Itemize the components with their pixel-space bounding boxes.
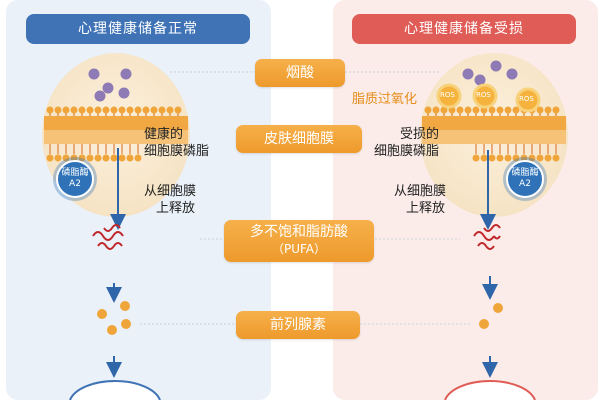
left-membrane-label-1: 健康的: [144, 127, 184, 142]
right-membrane-label-1: 受损的: [400, 127, 440, 142]
right-membrane-label-2: 细胞膜磷脂: [374, 144, 440, 159]
ros-badges: [436, 83, 541, 113]
impaired-title: 心理健康储备受损: [352, 14, 576, 44]
ros-label-2: ROS: [476, 91, 491, 99]
phospholipase-label-right: 磷脂酶: [511, 168, 539, 178]
left-release-1: 从细胞膜: [144, 184, 197, 199]
right-release-2: 上释放: [406, 201, 446, 216]
right-cell: [420, 53, 568, 400]
left-release-2: 上释放: [156, 201, 196, 216]
phospholipase-sub-left: A2: [69, 179, 81, 189]
phospholipase-badge-right: 磷脂酶 A2: [506, 160, 544, 198]
lipid-peroxidation-label: 脂质过氧化: [352, 92, 418, 107]
niacin-pill: 烟酸: [255, 59, 345, 87]
pufa-label: 多不饱和脂肪酸: [250, 224, 348, 240]
phospholipase-sub-right: A2: [519, 179, 531, 189]
left-membrane-label-2: 细胞膜磷脂: [144, 144, 210, 159]
ros-label-3: ROS: [519, 95, 534, 103]
ros-label-1: ROS: [440, 91, 455, 99]
normal-title: 心理健康储备正常: [26, 14, 250, 44]
prostaglandin-pill: 前列腺素: [236, 311, 360, 339]
right-release-1: 从细胞膜: [394, 184, 447, 199]
connector-lines: [140, 71, 470, 325]
phospholipase-badge-left: 磷脂酶 A2: [56, 160, 94, 198]
pufa-abbrev: （PUFA）: [271, 242, 327, 256]
left-cell: [42, 53, 190, 400]
phospholipase-label-left: 磷脂酶: [61, 168, 89, 178]
skin-membrane-pill: 皮肤细胞膜: [236, 125, 362, 153]
pufa-pill: 多不饱和脂肪酸 （PUFA）: [224, 220, 374, 262]
